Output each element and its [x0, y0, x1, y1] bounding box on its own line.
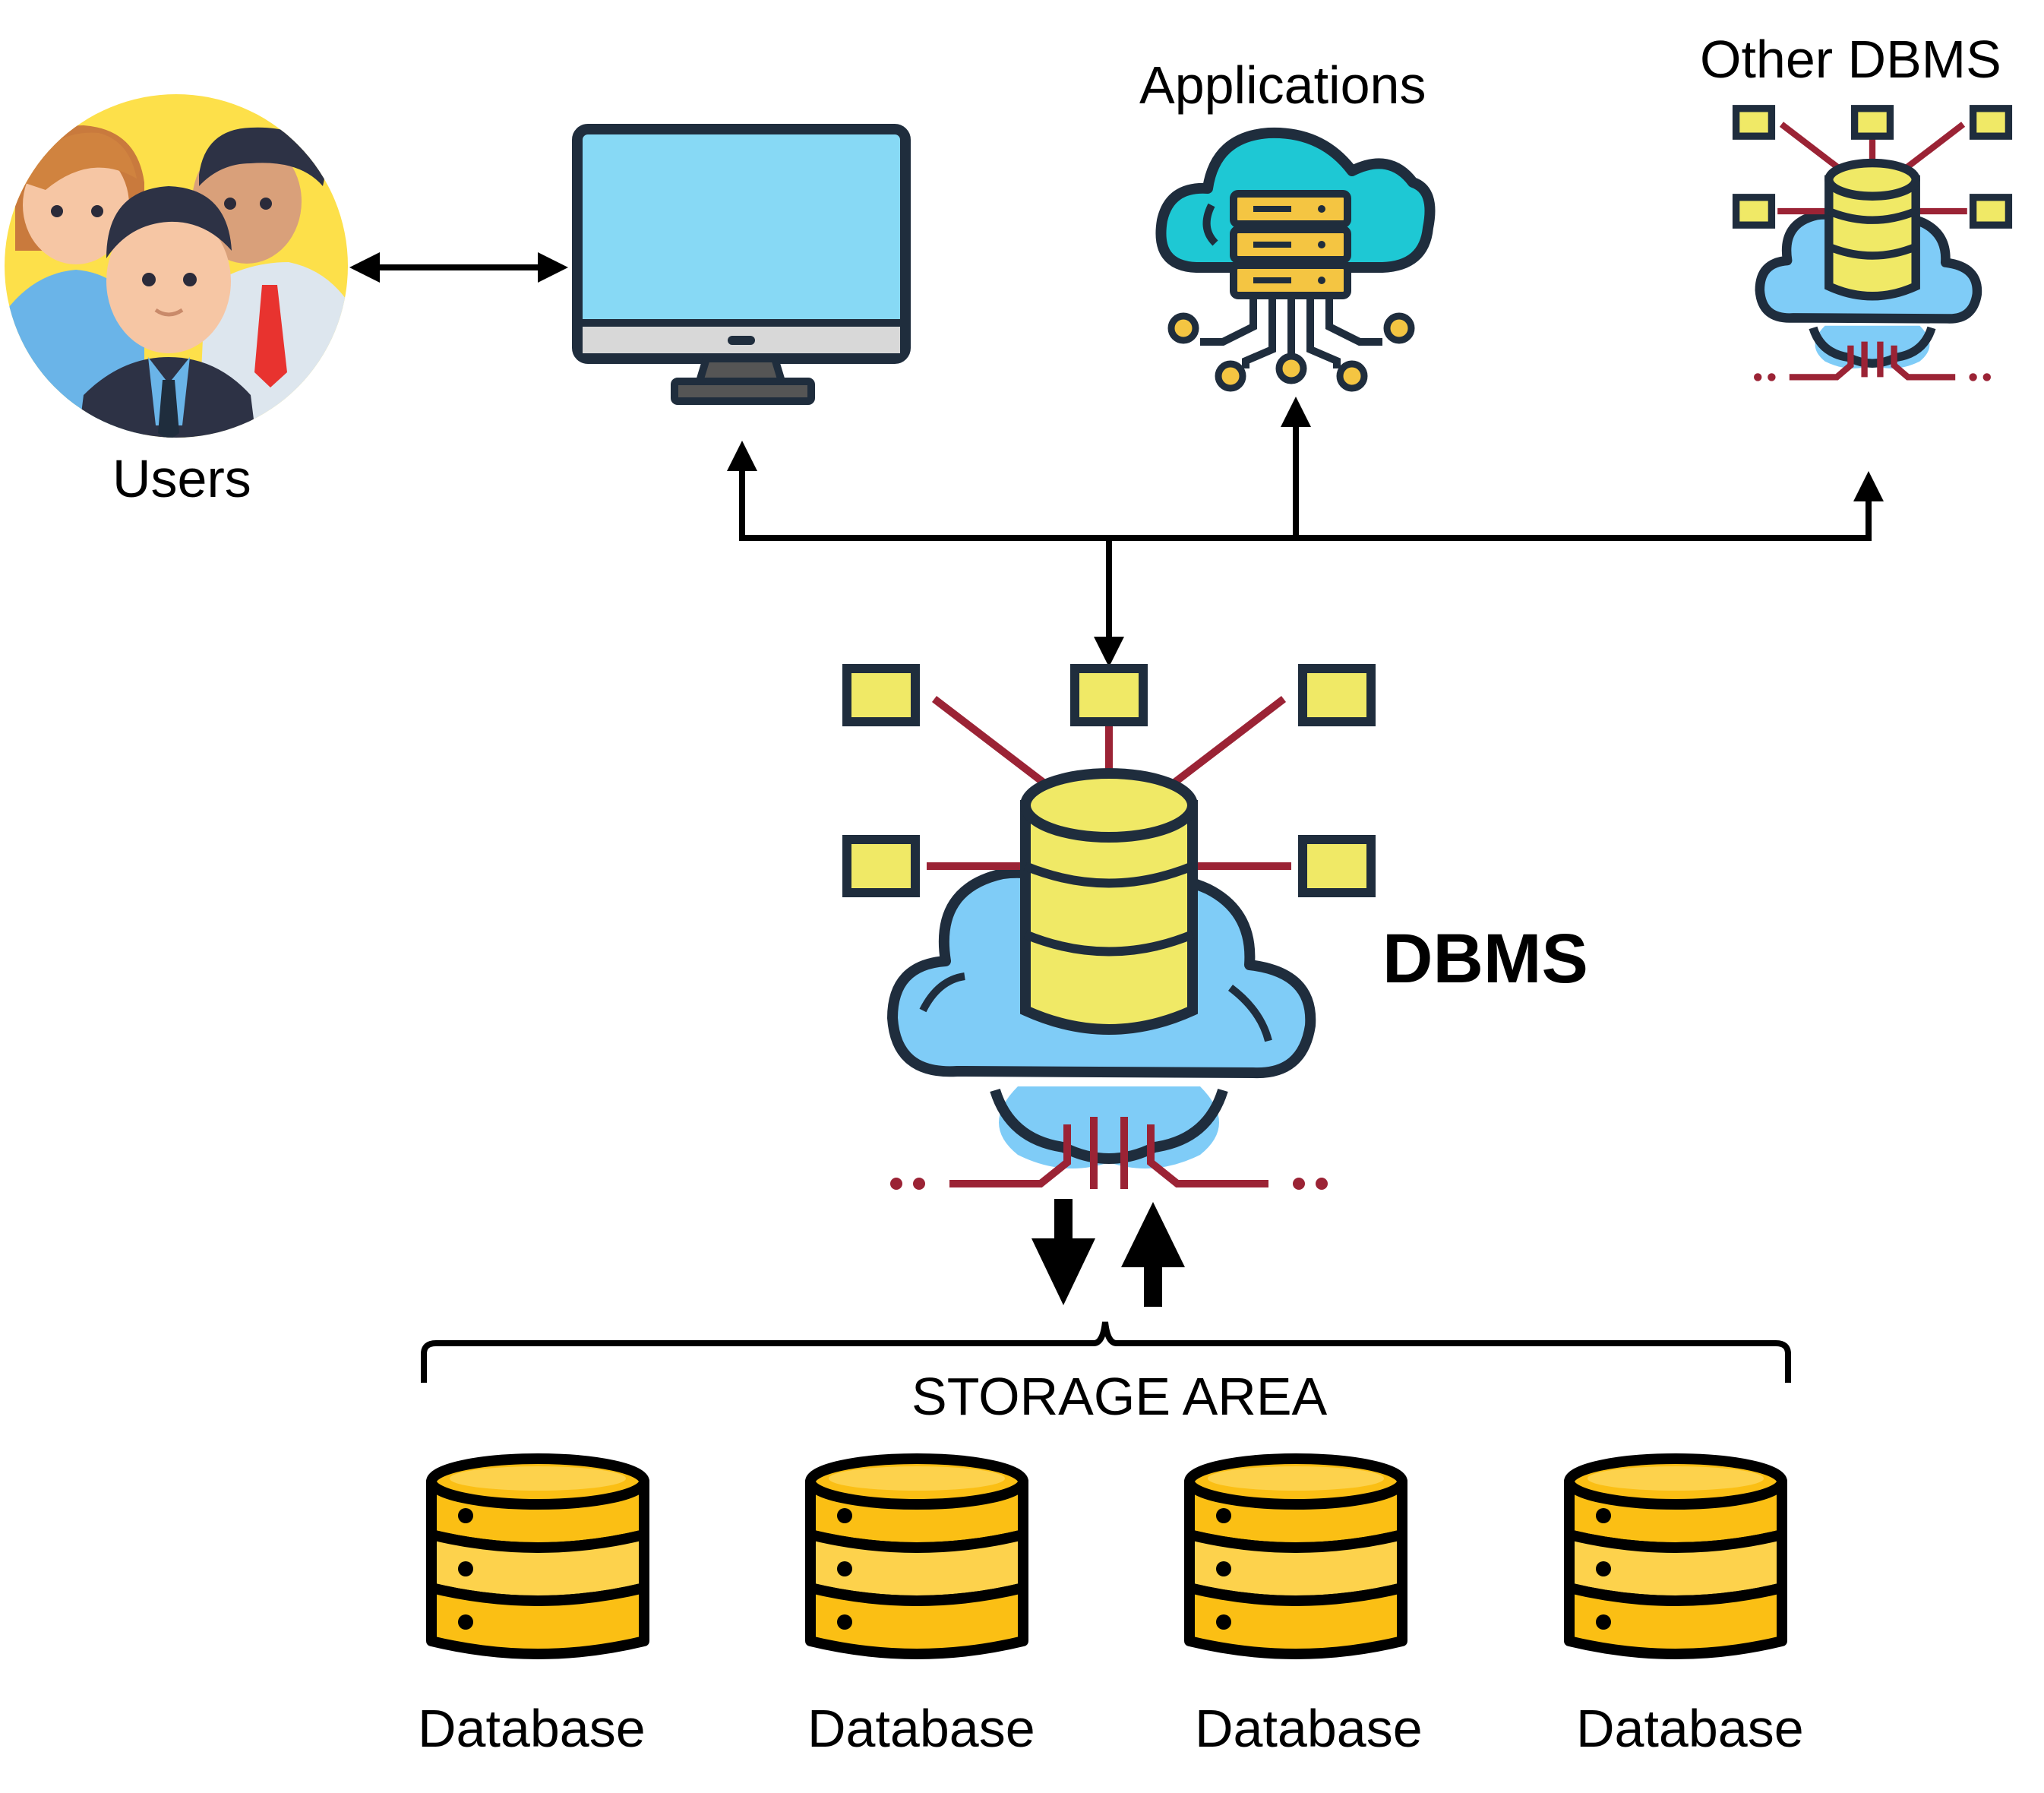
users-group-icon [5, 94, 348, 438]
database-label: Database [1195, 1699, 1423, 1758]
database-label: Database [1576, 1699, 1804, 1758]
users-label: Users [112, 449, 251, 508]
storage-up-arrow [1121, 1202, 1185, 1307]
database-label: Database [807, 1699, 1035, 1758]
dbms-label: DBMS [1382, 920, 1588, 998]
storage-area-brace [421, 1321, 1791, 1383]
dbms-distribution-connectors [739, 414, 1872, 541]
database-icon [1184, 1453, 1407, 1659]
applications-label: Applications [1139, 55, 1426, 115]
database-icon [426, 1453, 649, 1659]
cloud-server-icon [1155, 127, 1436, 392]
other-dbms-icon [1732, 105, 2013, 381]
monitor-icon [572, 124, 911, 405]
database-icon [1564, 1453, 1787, 1659]
database-label: Database [418, 1699, 646, 1758]
storage-area-label: STORAGE AREA [911, 1367, 1328, 1426]
dbms-cloud-icon [842, 664, 1376, 1190]
storage-down-arrow [1031, 1199, 1095, 1305]
database-icon [805, 1453, 1028, 1659]
other-dbms-label: Other DBMS [1700, 30, 2001, 89]
